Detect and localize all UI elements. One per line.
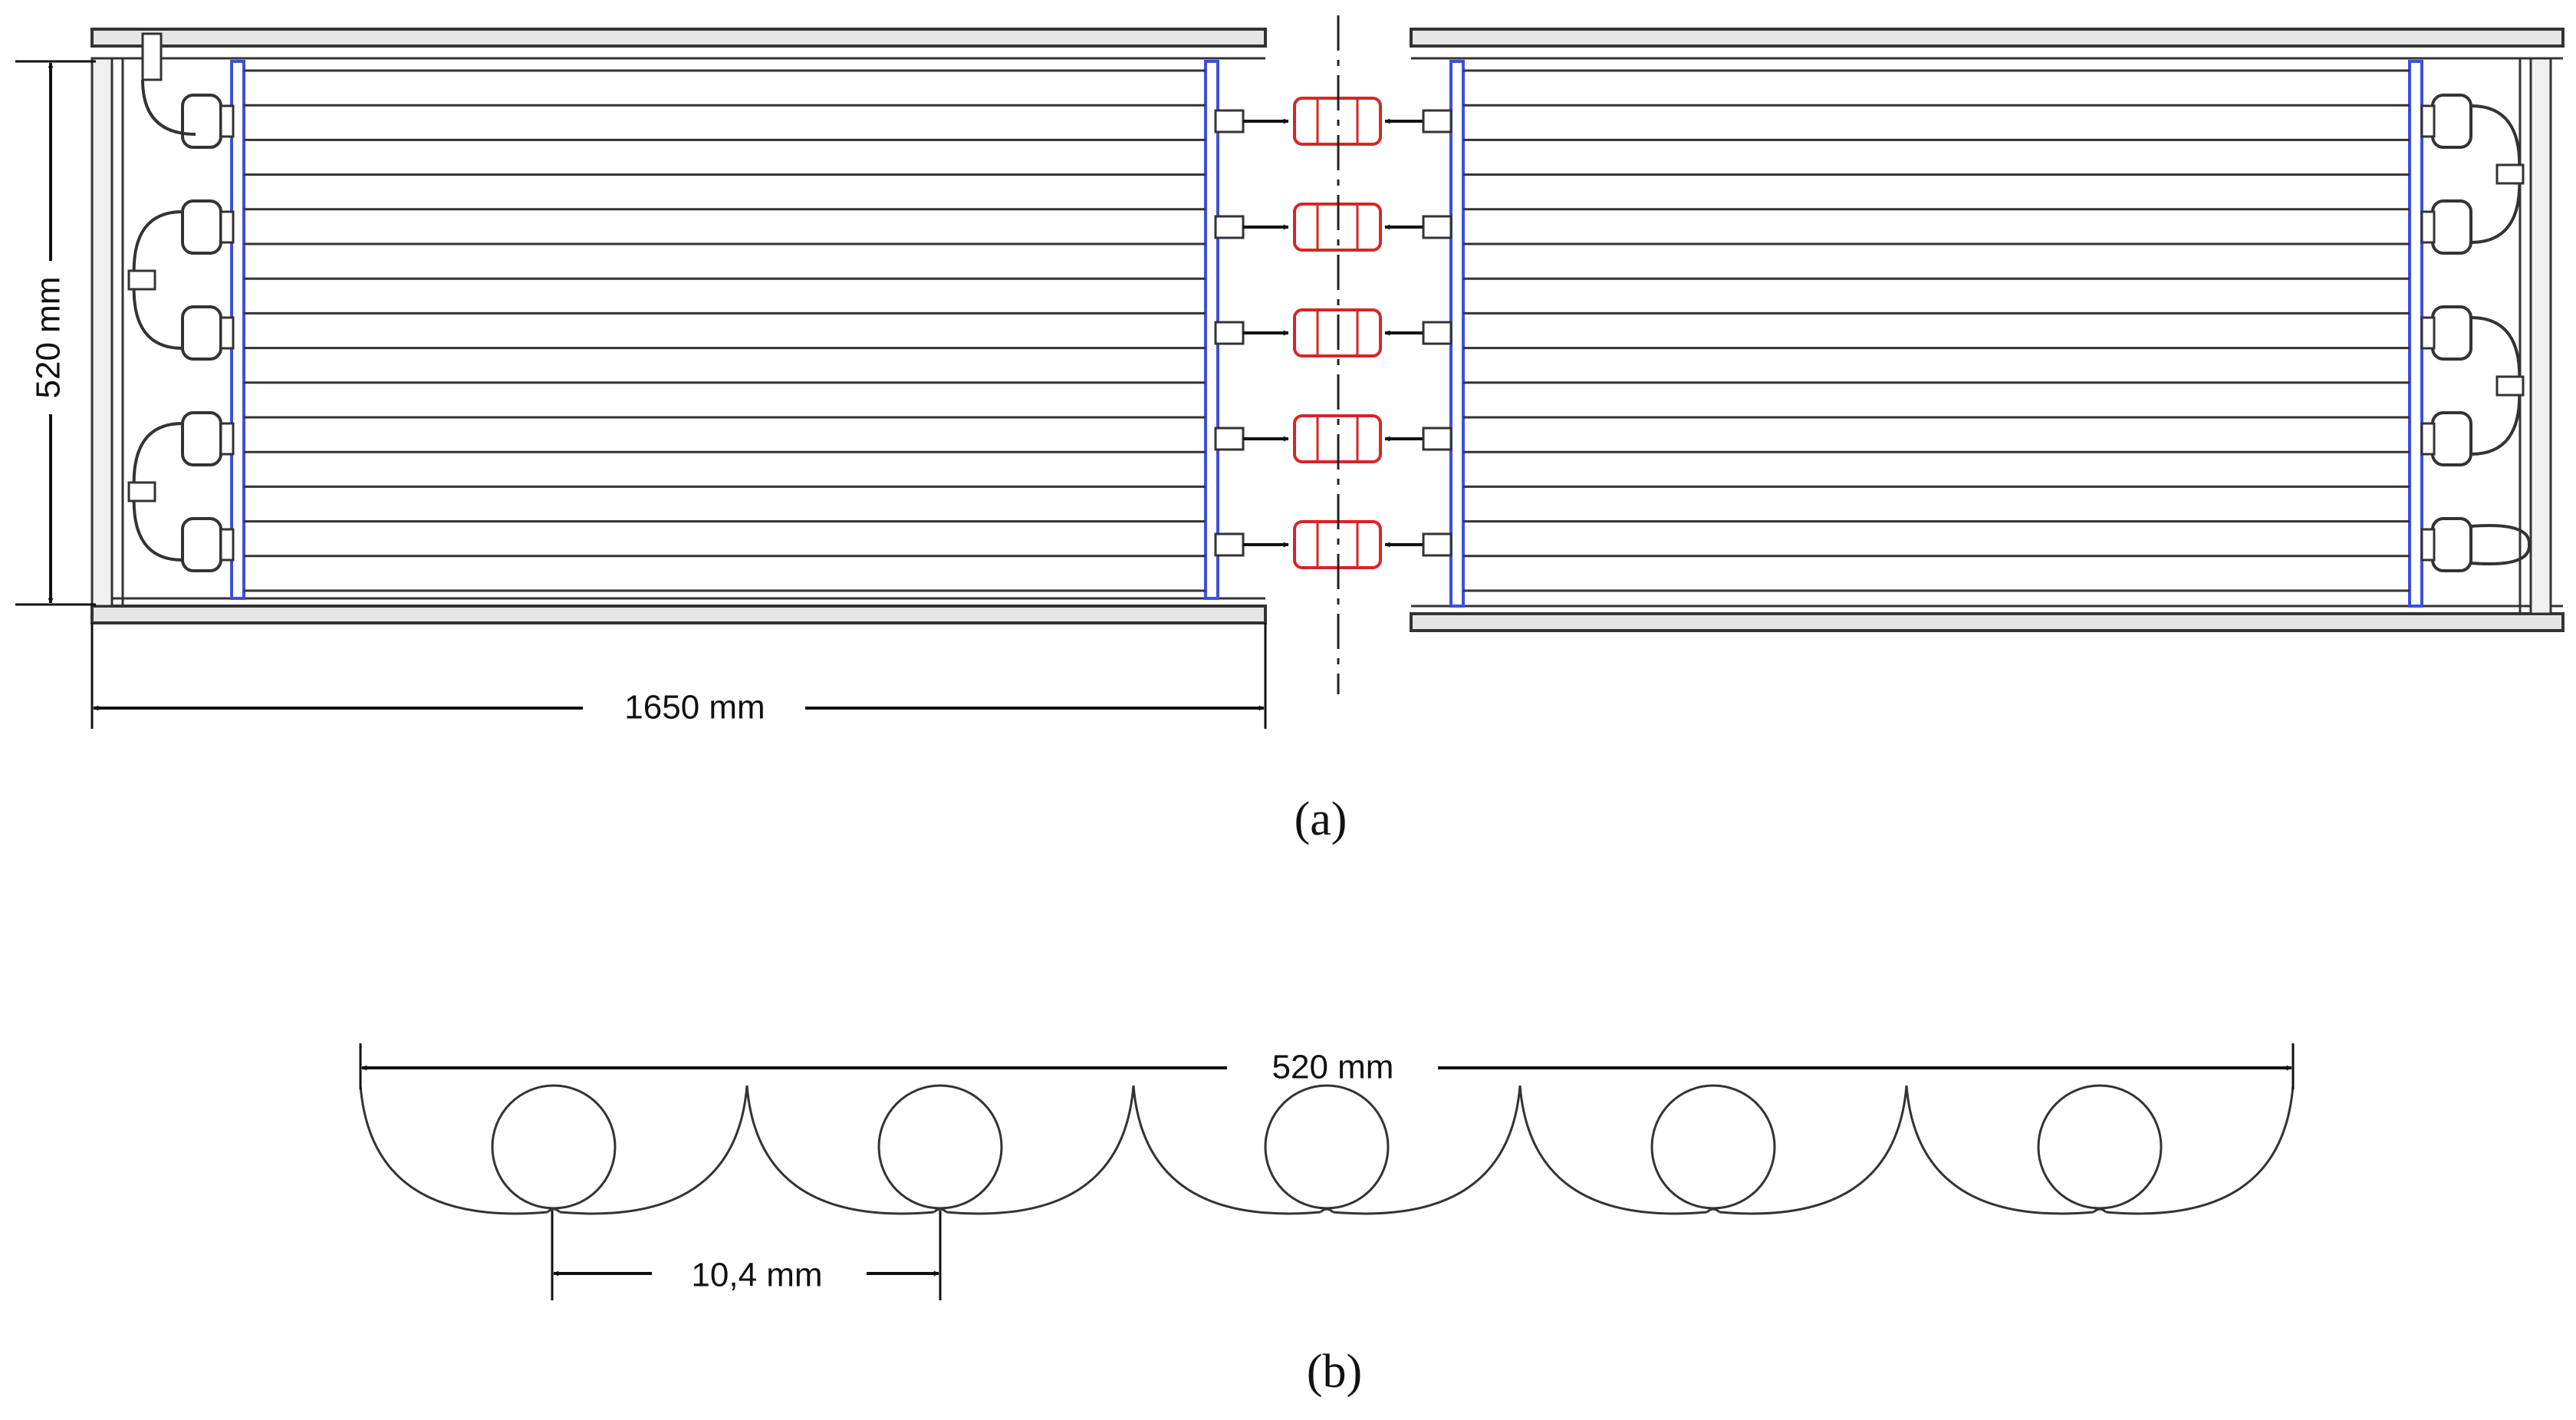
connector-left-stub [1214,427,1245,451]
right-header-inner [1449,60,1465,608]
left-fitting-nut [181,94,222,149]
absorber-tube [1650,1084,1776,1210]
left-collector-panel [90,28,1267,624]
right-fitting-collar [2420,210,2436,244]
connector-left-stub [1214,109,1245,133]
right-fitting-collar [2420,104,2436,138]
figure-b: 520 mm 10,4 mm (b) [359,1043,2295,1398]
caption-b: (b) [1307,1346,1362,1398]
spacing-label: 10,4 mm [691,1257,822,1294]
length-label: 1650 mm [624,689,765,726]
left-fitting-collar [219,316,235,350]
reflector-cusp [546,1207,561,1214]
right-fitting-nut [2431,517,2472,572]
center-connectors [1214,97,1452,569]
height-label: 520 mm [30,277,67,399]
right-top-frame-rail [1410,28,2564,48]
reflector-cusp [933,1207,948,1214]
left-fitting-nut [181,411,222,466]
reflector-curves [359,1085,2295,1215]
left-end-fittings [127,94,235,572]
right-collector-panel [1410,28,2564,632]
left-fitting-nut [181,517,222,572]
absorber-tube [877,1084,1003,1210]
left-fitting-nut [181,305,222,361]
right-end-loop [2470,524,2531,565]
left-top-frame-rail [90,28,1267,48]
connector-left-stub [1214,321,1245,345]
inlet-stub [141,32,163,81]
left-fitting-nut [181,199,222,255]
absorber-tube [491,1084,617,1210]
connector-left-stub [1214,215,1245,239]
cpc-reflector-profile [359,1084,2295,1215]
right-end-plate [2529,57,2552,615]
width-dimension: 520 mm [359,1043,2295,1089]
length-dimension: 1650 mm [90,623,1267,729]
left-u-bend-coupling [127,481,156,502]
left-fitting-collar [219,422,235,456]
right-bottom-frame-rail [1410,612,2564,632]
reflector-cusp [1319,1207,1334,1214]
absorber-tube [2037,1084,2163,1210]
left-bottom-frame-rail [90,605,1267,624]
left-fitting-collar [219,528,235,562]
right-u-bend-coupling [2495,163,2525,185]
height-dimension: 520 mm [15,60,96,606]
right-fitting-nut [2431,411,2472,466]
right-tube-array [1463,69,2410,592]
right-fitting-nut [2431,199,2472,255]
right-fitting-collar [2420,528,2436,562]
connector-right-stub [1422,427,1452,451]
right-fitting-nut [2431,94,2472,149]
left-tube-array [244,69,1206,592]
connector-right-stub [1422,321,1452,345]
right-header-outer [2408,60,2423,608]
absorber-tube [1264,1084,1390,1210]
reflector-cusp [1706,1207,1721,1214]
left-end-plate [90,57,114,608]
connector-right-stub [1422,109,1452,133]
right-fitting-collar [2420,316,2436,350]
width-label: 520 mm [1272,1049,1394,1086]
caption-a: (a) [1295,793,1347,845]
right-end-fittings [2420,94,2531,572]
connector-left-stub [1214,532,1245,557]
right-fitting-nut [2431,305,2472,361]
right-u-bend-coupling [2495,375,2525,397]
left-fitting-collar [219,104,235,138]
connector-right-stub [1422,532,1452,557]
left-fitting-collar [219,210,235,244]
connector-right-stub [1422,215,1452,239]
right-fitting-collar [2420,422,2436,456]
figure-a: 520 mm 1650 mm (a) [15,15,2564,845]
spacing-dimension: 10,4 mm [551,1211,942,1300]
left-u-bend-coupling [127,269,156,291]
inlet-elbow [141,79,196,136]
reflector-cusp [2092,1207,2107,1214]
